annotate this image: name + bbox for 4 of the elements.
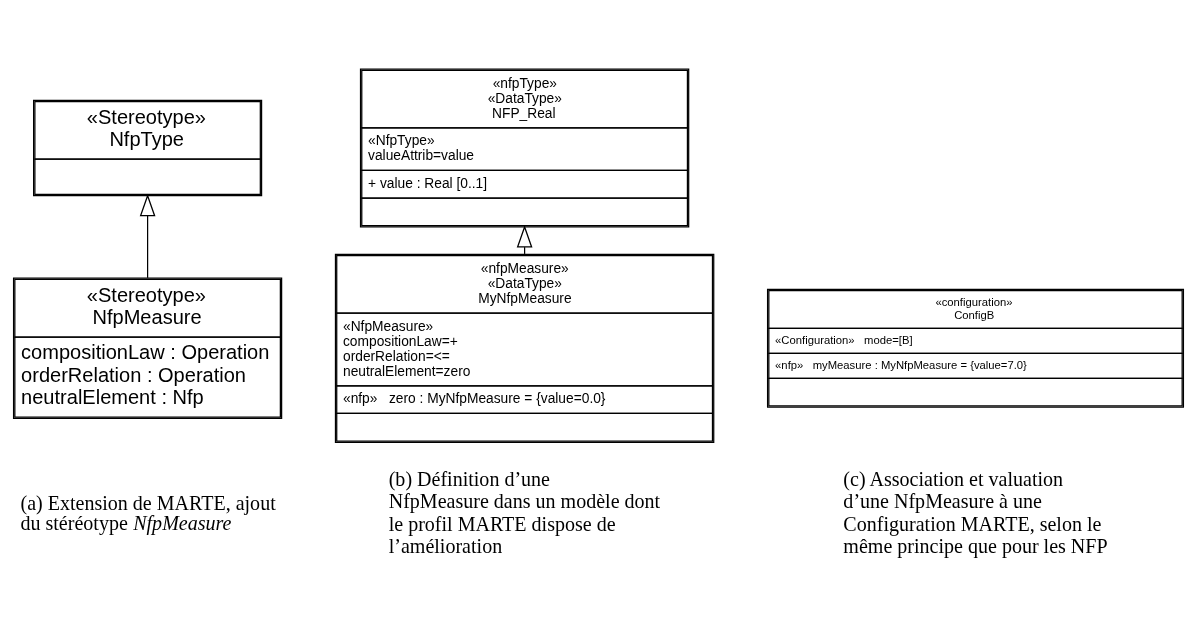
arrow xyxy=(139,193,156,278)
label: (b) Définition d’une NfpMeasure dans un modèle dont le profil MARTE dispose de l’amélioration xyxy=(388,467,661,557)
label: (a) Extension de MARTE, ajout du stéréotype NfpMeasure xyxy=(20,491,276,534)
label: (c) Association et valuation d’une NfpMeasure à une Configuration MARTE, selon le même principe que pour les NFP xyxy=(843,467,1108,557)
